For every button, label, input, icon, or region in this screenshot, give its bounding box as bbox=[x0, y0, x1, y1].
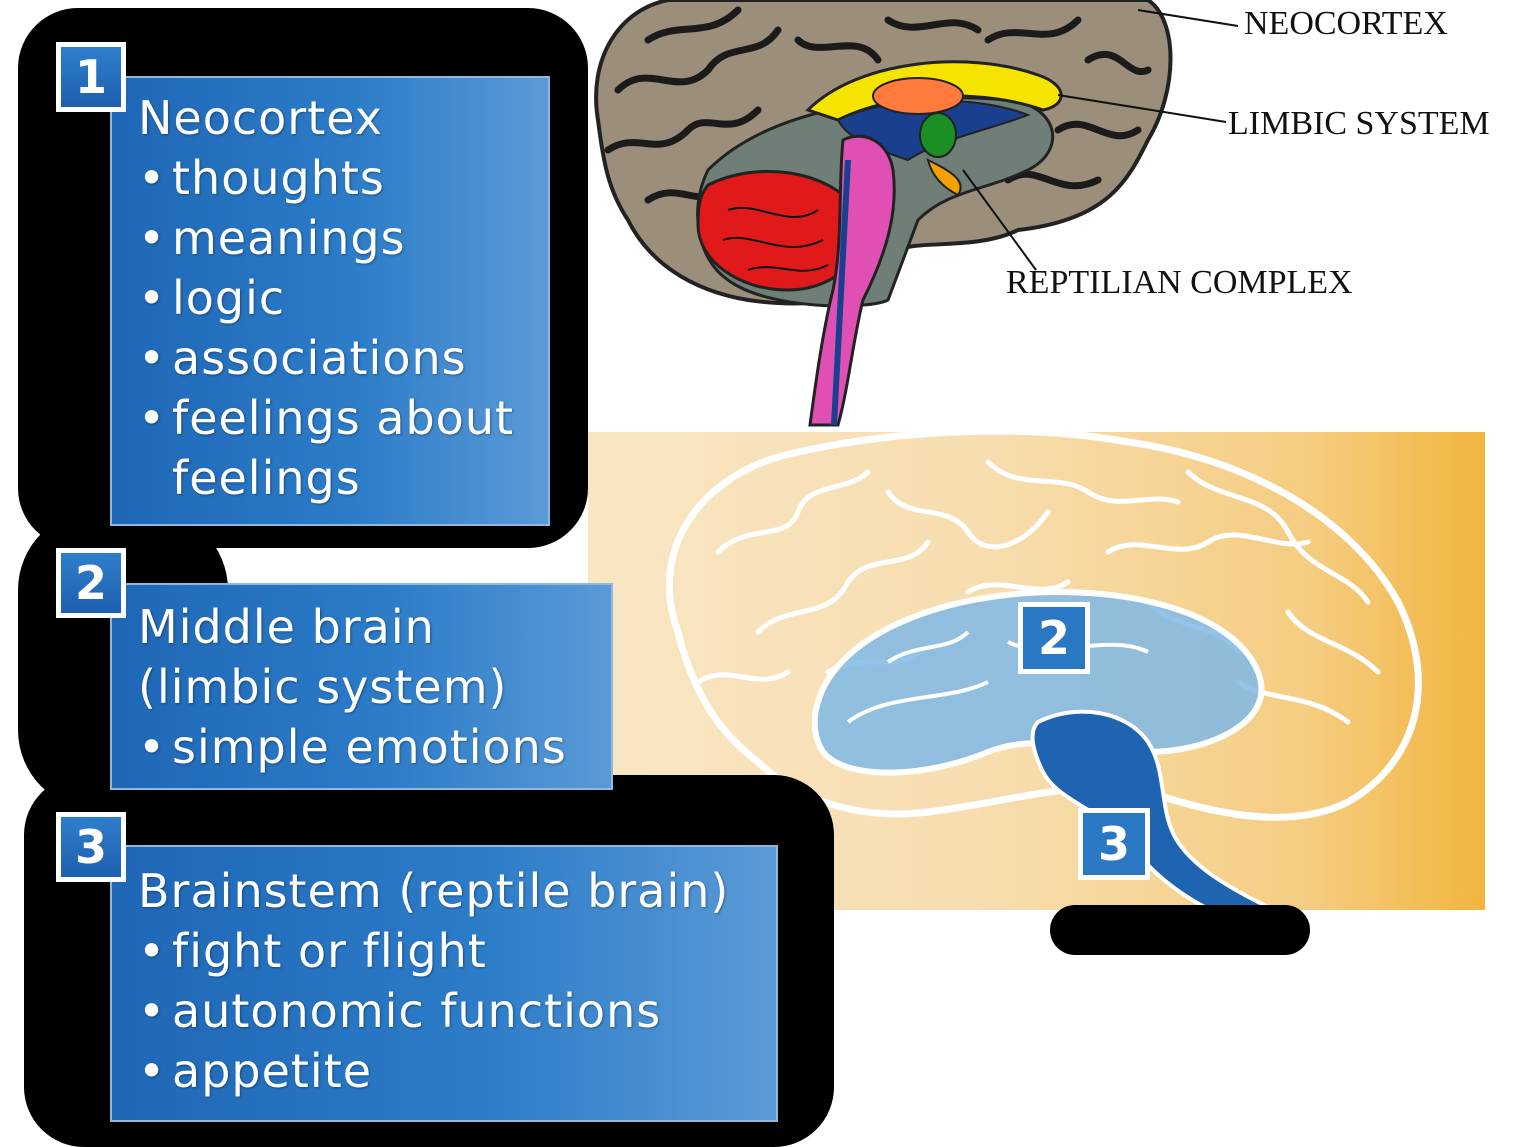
neocortex-label: NEOCORTEX bbox=[1244, 5, 1448, 43]
bullet-autonomic-functions: autonomic functions bbox=[138, 981, 661, 1041]
brainstem-title: Brainstem (reptile brain) bbox=[138, 861, 729, 921]
bullet-associations: associations bbox=[138, 328, 467, 388]
bullet-simple-emotions: simple emotions bbox=[138, 717, 567, 777]
brain-cross-section-diagram bbox=[588, 0, 1529, 430]
section-number-3: 3 bbox=[56, 812, 126, 882]
illustration-shadow bbox=[1050, 905, 1310, 955]
illustration-marker-3: 3 bbox=[1078, 808, 1150, 880]
neocortex-panel: Neocortex thoughts meanings logic associ… bbox=[110, 76, 550, 526]
section-number-2: 2 bbox=[56, 548, 126, 618]
thalamus bbox=[873, 78, 963, 114]
middle-brain-title: Middle brain bbox=[138, 597, 435, 657]
bullet-logic: logic bbox=[138, 268, 285, 328]
section-number-1: 1 bbox=[56, 42, 126, 112]
brainstem-panel: Brainstem (reptile brain) fight or fligh… bbox=[110, 845, 778, 1122]
bullet-fight-or-flight: fight or flight bbox=[138, 921, 487, 981]
bullet-feelings-about: feelings about bbox=[138, 388, 514, 448]
middle-brain-subtitle: (limbic system) bbox=[138, 657, 507, 717]
bullet-appetite: appetite bbox=[138, 1041, 372, 1101]
reptilian-complex-label: REPTILIAN COMPLEX bbox=[1006, 264, 1353, 302]
neocortex-title: Neocortex bbox=[138, 88, 383, 148]
amygdala bbox=[920, 113, 956, 157]
bullet-meanings: meanings bbox=[138, 208, 406, 268]
bullet-thoughts: thoughts bbox=[138, 148, 385, 208]
bullet-feelings-continuation: feelings bbox=[138, 448, 361, 508]
limbic-system-label: LIMBIC SYSTEM bbox=[1228, 105, 1490, 143]
middle-brain-panel: Middle brain (limbic system) simple emot… bbox=[110, 583, 613, 790]
illustration-marker-2: 2 bbox=[1018, 602, 1090, 674]
